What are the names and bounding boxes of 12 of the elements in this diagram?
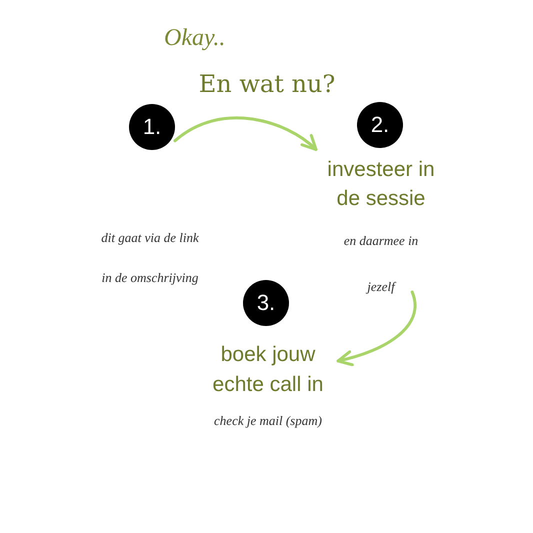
- step-number: 1.: [129, 104, 175, 150]
- curved-arrow: [336, 290, 416, 366]
- handwritten-note: check je mail (spam): [213, 412, 323, 430]
- step-number: 3.: [243, 280, 289, 326]
- handwritten-note: dit gaat via de link in de omschrijving: [100, 229, 200, 287]
- step-title: boek jouw echte call in: [212, 342, 324, 398]
- handwritten-note: en daarmee in jezelf: [342, 232, 420, 296]
- curved-arrow: [174, 116, 318, 151]
- handwritten-label: Okay..: [164, 24, 226, 53]
- title: En wat nu?: [198, 69, 336, 100]
- step-title: investeer in de sessie: [326, 157, 436, 212]
- step-number: 2.: [357, 102, 403, 148]
